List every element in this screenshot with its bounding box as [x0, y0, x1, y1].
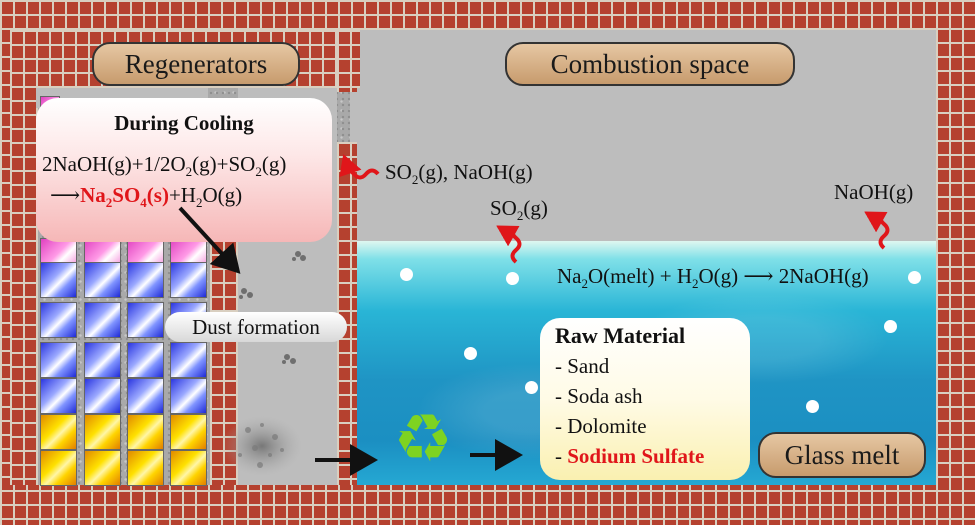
checker-cell — [84, 450, 121, 486]
reaction-arrow-icon: ⟶ — [50, 183, 81, 207]
checker-cell — [84, 414, 121, 450]
raw-material-item-sodium-sulfate: - Sodium Sulfate — [555, 444, 705, 468]
checker-cell — [84, 378, 121, 414]
cooling-equation-line2: ⟶Na2SO4(s)+H2O(g) — [50, 183, 243, 211]
dust-formation-label: Dust formation — [165, 312, 347, 342]
regenerators-label: Regenerators — [92, 42, 300, 86]
during-cooling-title: During Cooling — [114, 111, 254, 135]
checker-cell — [84, 342, 121, 378]
so2-naoh-gas-label: SO2(g), NaOH(g) — [385, 160, 533, 188]
dust-particles — [239, 251, 306, 364]
checker-cell — [40, 262, 77, 298]
raw-material-item-dolomite: - Dolomite — [555, 414, 647, 438]
checker-cell — [40, 302, 77, 338]
checker-cell — [127, 450, 164, 486]
melt-reaction-equation: Na2O(melt) + H2O(g) ⟶ 2NaOH(g) — [557, 264, 869, 292]
checker-cell — [170, 450, 207, 486]
raw-material-title: Raw Material — [555, 323, 686, 348]
so2-rise-arrow — [496, 225, 522, 264]
checker-cell — [40, 378, 77, 414]
cooling-to-dust-arrow — [178, 206, 241, 274]
raw-material-box — [540, 318, 750, 480]
so2-gas-label: SO2(g) — [490, 196, 548, 224]
naoh-gas-label: NaOH(g) — [834, 180, 914, 204]
checker-cell — [40, 450, 77, 486]
recycle-icon: ♻ — [393, 400, 453, 477]
raw-material-item-soda-ash: - Soda ash — [555, 384, 643, 408]
bubble — [400, 268, 413, 281]
divider-wall — [337, 142, 357, 485]
glass-melt-label: Glass melt — [758, 432, 926, 478]
bubble — [884, 320, 897, 333]
during-cooling-box — [36, 98, 332, 242]
checker-cell — [127, 378, 164, 414]
divider-wall-top — [337, 30, 357, 92]
checker-cell — [170, 414, 207, 450]
combustion-space-label: Combustion space — [505, 42, 795, 86]
checker-cell — [40, 414, 77, 450]
dust-pile — [222, 416, 302, 476]
cooling-equation-line1: 2NaOH(g)+1/2O2(g)+SO2(g) — [42, 152, 287, 180]
bubble — [806, 400, 819, 413]
bubble — [506, 272, 519, 285]
naoh-rise-arrow — [864, 211, 890, 250]
checker-cell — [170, 378, 207, 414]
bubble — [464, 347, 477, 360]
checker-cell — [127, 342, 164, 378]
reaction-arrow-icon: ⟶ — [743, 264, 774, 288]
checker-cell — [170, 342, 207, 378]
raw-material-item-sand: - Sand — [555, 354, 610, 378]
checker-cell — [84, 262, 121, 298]
checker-cell — [170, 262, 207, 298]
dust-pile-texture — [238, 423, 284, 468]
checker-cell — [127, 414, 164, 450]
checker-cell — [84, 302, 121, 338]
bubble — [525, 381, 538, 394]
regenerator-left-wall — [10, 30, 38, 485]
checker-cell — [40, 342, 77, 378]
checker-cell — [127, 302, 164, 338]
checker-cell — [127, 262, 164, 298]
gas-to-regenerator-arrow — [339, 154, 380, 180]
bubble — [908, 271, 921, 284]
